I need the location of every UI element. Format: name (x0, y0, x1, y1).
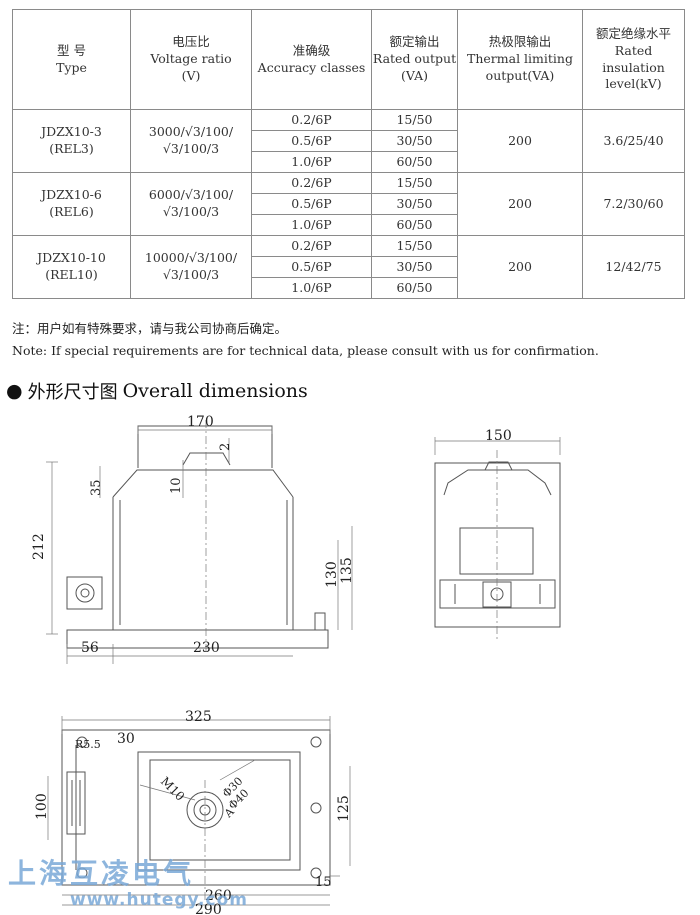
section-title: ● 外形尺寸图 Overall dimensions (6, 378, 308, 404)
dim-135: 135 (339, 557, 355, 584)
dim-r5-5: R5.5 (75, 738, 101, 751)
section-title-en: Overall dimensions (122, 380, 308, 402)
accuracy-cell: 0.2/6P (251, 172, 372, 194)
voltage-ratio-cell: 10000/√3/100/√3/100/3 (130, 235, 252, 299)
dim-212: 212 (31, 533, 47, 560)
accuracy-cell: 0.5/6P (251, 193, 372, 215)
table-row: JDZX10-6(REL6) 6000/√3/100/√3/100/3 0.2/… (12, 172, 685, 236)
dim-125: 125 (336, 795, 352, 822)
accuracy-cell: 0.2/6P (251, 235, 372, 257)
bullet-icon: ● (6, 380, 23, 402)
accuracy-cell: 0.5/6P (251, 256, 372, 278)
side-view: 150 (434, 428, 561, 640)
dim-30: 30 (117, 731, 135, 747)
watermark-name: 上海互凌电气 (8, 857, 195, 890)
dim-290: 290 (195, 902, 222, 915)
section-title-cn: 外形尺寸图 (27, 382, 118, 403)
insulation-cell: 7.2/30/60 (582, 172, 685, 236)
dimension-drawings: 170 2 35 10 212 130 135 56 230 150 (31, 414, 561, 915)
accuracy-cell: 1.0/6P (251, 151, 372, 173)
thermal-cell: 200 (457, 172, 583, 236)
insulation-cell: 3.6/25/40 (582, 109, 685, 173)
dim-170: 170 (187, 414, 214, 430)
voltage-ratio-cell: 6000/√3/100/√3/100/3 (130, 172, 252, 236)
voltage-ratio-cell: 3000/√3/100/√3/100/3 (130, 109, 252, 173)
dim-230: 230 (193, 640, 220, 656)
dim-325: 325 (185, 709, 212, 725)
dim-m10: M10 (158, 774, 187, 803)
dim-10: 10 (169, 477, 184, 494)
output-cell: 15/50 (371, 235, 458, 257)
dim-100: 100 (34, 793, 50, 820)
insulation-cell: 12/42/75 (582, 235, 685, 299)
dim-35: 35 (89, 479, 104, 496)
front-view: 170 2 35 10 212 130 135 56 230 (31, 414, 355, 664)
note-chinese: 注：用户如有特殊要求，请与我公司协商后确定。 (12, 321, 288, 336)
dim-56: 56 (81, 640, 99, 656)
type-cell: JDZX10-6(REL6) (12, 172, 131, 236)
dim-15: 15 (315, 875, 332, 890)
output-cell: 30/50 (371, 130, 458, 152)
table-row: 0.5/6P 30/50 (13, 256, 685, 278)
type-cell: JDZX10-3(REL3) (12, 109, 131, 173)
dim-260: 260 (205, 888, 232, 904)
dim-2: 2 (218, 443, 233, 451)
output-cell: 30/50 (371, 256, 458, 278)
output-cell: 15/50 (371, 109, 458, 131)
thermal-cell: 200 (457, 109, 583, 173)
output-cell: 15/50 (371, 172, 458, 194)
output-cell: 30/50 (371, 193, 458, 215)
output-cell: 60/50 (371, 277, 458, 299)
accuracy-cell: 0.5/6P (251, 130, 372, 152)
accuracy-cell: 1.0/6P (251, 214, 372, 236)
output-cell: 60/50 (371, 214, 458, 236)
table-row: 0.5/6P 30/50 (13, 193, 685, 215)
thermal-cell: 200 (457, 235, 583, 299)
type-cell: JDZX10-10(REL10) (12, 235, 131, 299)
dim-150: 150 (485, 428, 512, 444)
table-row: JDZX10-3(REL3) 3000/√3/100/√3/100/3 0.2/… (12, 109, 685, 173)
accuracy-cell: 1.0/6P (251, 277, 372, 299)
output-cell: 60/50 (371, 151, 458, 173)
dim-130: 130 (324, 561, 340, 588)
table-row: JDZX10-10(REL10) 10000/√3/100/√3/100/3 0… (12, 235, 685, 299)
note-english: Note: If special requirements are for te… (12, 343, 599, 358)
accuracy-cell: 0.2/6P (251, 109, 372, 131)
table-row: 1.0/6P 60/50 (13, 277, 685, 299)
watermark-url: www.hutegy.com (70, 890, 248, 910)
